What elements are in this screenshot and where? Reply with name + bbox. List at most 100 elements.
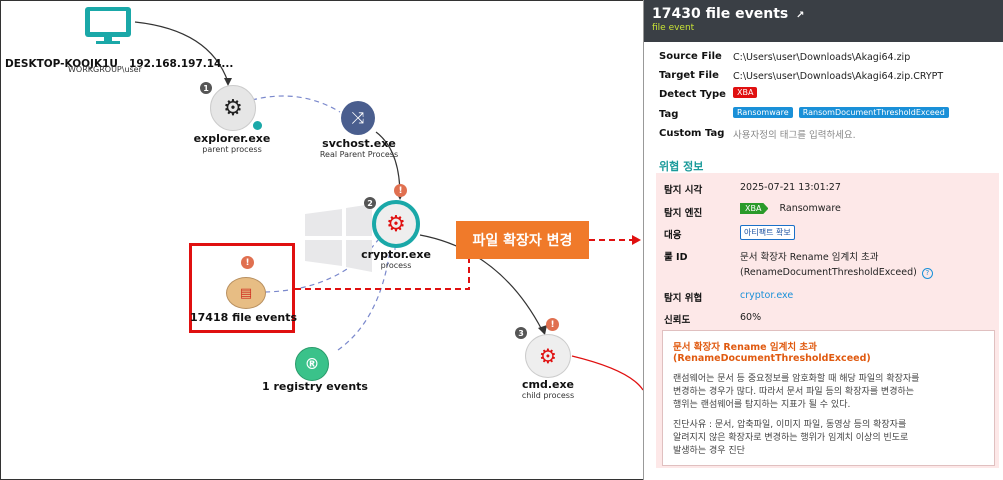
rule-id-line2-wrap: (RenameDocumentThresholdExceed) ?	[740, 267, 933, 279]
highlight-connector	[295, 259, 470, 290]
detect-type-value: XBA	[733, 87, 760, 98]
registry-count: 1 registry events	[262, 380, 368, 393]
cmd-label: cmd.exe child process	[498, 378, 598, 401]
rule-description-box: 문서 확장자 Rename 임계치 초과 (RenameDocumentThre…	[662, 330, 995, 466]
svchost-name: svchost.exe	[322, 137, 396, 150]
custom-tag-row: Custom Tag	[659, 128, 736, 139]
file-events-highlight	[189, 243, 295, 333]
detect-time-row: 탐지 시각	[664, 182, 736, 196]
detect-type-badge: XBA	[733, 87, 758, 98]
detect-time-label: 탐지 시각	[664, 185, 703, 196]
gears-icon: ⚙	[223, 95, 243, 121]
artifact-collect-button[interactable]: 아티팩트 확보	[740, 225, 795, 240]
threat-target-row: 탐지 위협	[664, 290, 736, 304]
registered-icon: ®	[304, 355, 320, 373]
explorer-label: explorer.exe parent process	[182, 132, 282, 155]
target-file-value: C:\Users\user\Downloads\Akagi64.zip.CRYP…	[733, 71, 944, 82]
arrowhead	[538, 325, 547, 335]
gears-icon: ⚙	[386, 211, 406, 237]
response-value: 아티팩트 확보	[740, 225, 795, 240]
rule-id-line2: (RenameDocumentThresholdExceed)	[740, 267, 917, 278]
engine-value: XBA Ransomware	[740, 203, 841, 214]
rule-desc-line1: 랜섬웨어는 문서 등 중요정보를 암호화할 때 해당 파일의 확장자를	[673, 374, 920, 384]
explorer-name: explorer.exe	[193, 132, 271, 145]
detect-type-label: Detect Type	[659, 89, 726, 100]
svchost-node[interactable]: ⤨	[341, 101, 375, 135]
files-warning-icon: !	[241, 256, 254, 269]
source-file-label: Source File	[659, 51, 722, 62]
detect-time-value: 2025-07-21 13:01:27	[740, 182, 841, 193]
highlight-arrowhead	[632, 235, 641, 245]
cmd-node[interactable]: ⚙	[525, 334, 571, 378]
cmd-order-badge: 3	[515, 327, 527, 339]
tag-row: Tag	[659, 109, 736, 120]
custom-tag-label: Custom Tag	[659, 128, 725, 139]
source-file-row: Source File	[659, 51, 736, 62]
target-file-label: Target File	[659, 70, 719, 81]
edge-desktop-explorer	[134, 21, 229, 83]
edge-registry-cryptor	[337, 249, 391, 351]
explorer-role: parent process	[202, 145, 262, 154]
panel-subtitle: file event	[652, 23, 695, 33]
rule-desc-line3: 행위는 랜섬웨어를 탐지하는 지표가 될 수 있다.	[673, 400, 851, 410]
tag-label: Tag	[659, 109, 679, 120]
panel-title-text: 17430 file events	[652, 6, 789, 22]
threat-target-link[interactable]: cryptor.exe	[740, 290, 794, 301]
windows-logo-watermark	[305, 204, 372, 272]
file-events-node[interactable]: ▤	[226, 277, 266, 309]
tag-threshold[interactable]: RansomDocumentThresholdExceed	[798, 107, 949, 118]
extension-change-callout: 파일 확장자 변경	[456, 221, 589, 259]
edge-cryptor-cmd	[419, 234, 543, 331]
detect-type-row: Detect Type	[659, 89, 736, 100]
explorer-node[interactable]: ⚙	[210, 85, 256, 131]
document-icon: ▤	[239, 285, 253, 301]
registry-node[interactable]: ®	[295, 347, 329, 381]
tag-ransomware[interactable]: Ransomware	[733, 107, 793, 118]
monitor-icon	[85, 7, 131, 44]
desktop-workgroup: WORKGROUP\user	[68, 65, 142, 74]
panel-title: 17430 file events ↗	[652, 0, 996, 22]
threat-info-heading: 위협 정보	[659, 160, 704, 173]
registry-label: 1 registry events	[262, 380, 368, 393]
cryptor-warning-icon: !	[394, 184, 407, 197]
engine-label: 탐지 엔진	[664, 208, 703, 219]
desktop-label: DESKTOP-KOOJK1U 192.168.197.14...	[5, 52, 233, 71]
response-row: 대응	[664, 227, 736, 241]
engine-row: 탐지 엔진	[664, 205, 736, 219]
rule-id-row: 룰 ID	[664, 249, 736, 263]
help-icon[interactable]: ?	[921, 268, 933, 279]
status-dot	[253, 121, 262, 130]
cryptor-role: process	[380, 261, 412, 270]
confidence-value: 60%	[740, 312, 762, 323]
svchost-label: svchost.exe Real Parent Process	[300, 137, 418, 160]
event-detail-panel: 17430 file events ↗ file event Source Fi…	[643, 0, 1003, 480]
explorer-order-badge: 1	[200, 82, 212, 94]
confidence-row: 신뢰도	[664, 312, 736, 326]
gears-icon: ⚙	[539, 344, 557, 368]
panel-header: 17430 file events ↗ file event	[644, 0, 1003, 42]
desktop-ip: 192.168.197.14...	[129, 58, 234, 70]
rule-desc-title1: 문서 확장자 Rename 임계치 초과	[673, 342, 817, 353]
rule-id-line1: 문서 확장자 Rename 임계치 초과	[740, 252, 879, 263]
threat-info-box: 탐지 시각 2025-07-21 13:01:27 탐지 엔진 XBA Rans…	[656, 173, 999, 468]
edge-cmd-offscreen	[571, 355, 643, 391]
custom-tag-input[interactable]: 사용자정의 태그를 입력하세요.	[733, 130, 856, 141]
threat-target-label: 탐지 위협	[664, 293, 703, 304]
desktop-hostname: DESKTOP-KOOJK1U	[5, 58, 118, 70]
engine-badge: XBA	[740, 203, 769, 214]
cmd-role: child process	[521, 391, 575, 400]
source-file-value: C:\Users\user\Downloads\Akagi64.zip	[733, 52, 911, 63]
cryptor-node[interactable]: ⚙	[372, 200, 420, 248]
cryptor-order-badge: 2	[364, 197, 376, 209]
file-events-count: 17418 file events	[190, 311, 298, 324]
file-events-label: 17418 file events	[190, 311, 298, 324]
cryptor-label: cryptor.exe process	[346, 248, 446, 271]
external-link-icon[interactable]: ↗	[796, 10, 805, 21]
edge-explorer-svchost	[251, 95, 341, 113]
cryptor-name: cryptor.exe	[361, 248, 431, 261]
confidence-label: 신뢰도	[664, 315, 691, 326]
arrowhead	[224, 78, 232, 86]
cmd-name: cmd.exe	[521, 378, 575, 391]
rule-desc-line2: 변경하는 경우가 많다. 따라서 문서 파일 등의 확장자를 변경하는	[673, 387, 915, 397]
rule-desc-line5: 알려지지 않은 확장자로 변경하는 행위가 임계치 이상의 빈도로	[673, 433, 909, 443]
